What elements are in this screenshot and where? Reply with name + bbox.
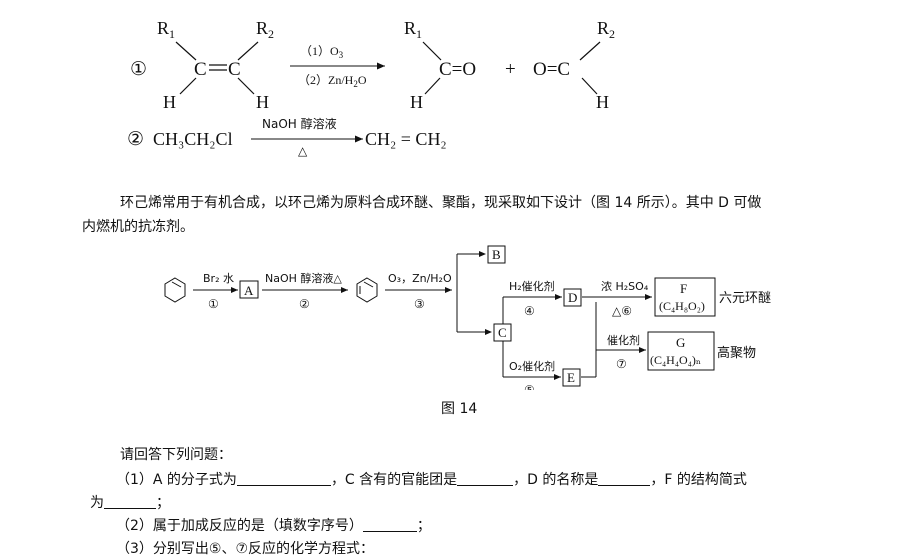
reaction-1: ① R 1 R 2 C C H H （1）O3 （2）Zn/H2O R 1 C=… <box>130 18 615 112</box>
svg-text:C: C <box>498 325 507 340</box>
answer-blank-F-structure[interactable] <box>104 494 156 509</box>
step-4-label: H₂催化剂 <box>509 279 555 293</box>
svg-text:1: 1 <box>169 27 175 41</box>
step-3-number: ③ <box>414 297 425 311</box>
svg-text:A: A <box>244 283 254 298</box>
svg-text:R: R <box>256 18 268 38</box>
svg-text:O=C: O=C <box>533 59 570 80</box>
F-formula: (C₄H₈O₂) <box>659 299 705 313</box>
svg-text:1: 1 <box>416 27 422 41</box>
svg-text:E: E <box>567 370 575 385</box>
step-3-label: O₃，Zn/H₂O <box>388 272 452 285</box>
step-7-number: ⑦ <box>616 357 627 371</box>
svg-text:F: F <box>680 281 687 296</box>
svg-text:H: H <box>596 92 609 112</box>
answer-blank-C-group[interactable] <box>457 471 514 486</box>
step-6-label: 浓 H₂SO₄ <box>601 280 649 293</box>
step-5-number: ⑤ <box>524 383 535 390</box>
question-2: （2）属于加成反应的是（填数字序号）； <box>116 517 431 534</box>
reaction-2-number: ② <box>127 129 144 150</box>
svg-text:△: △ <box>298 144 308 158</box>
svg-text:（1）O3: （1）O3 <box>300 44 344 60</box>
svg-text:C=O: C=O <box>439 59 476 80</box>
step-2-number: ② <box>299 297 310 311</box>
F-label: 六元环醚 <box>719 291 771 306</box>
svg-text:R: R <box>404 18 416 38</box>
box-B <box>487 245 506 264</box>
box-D <box>563 288 582 307</box>
svg-text:C: C <box>194 59 207 80</box>
svg-text:G: G <box>676 335 685 350</box>
box-A <box>239 280 259 299</box>
cyclohexene-ring <box>164 277 186 303</box>
answer-blank-addition-steps[interactable] <box>362 517 417 532</box>
synthesis-scheme: A B C D E Br₂ 水 ① NaOH 醇溶液△ ② O₃，Zn/H₂O … <box>164 245 771 390</box>
reaction-2: ② CH₃CH₂Cl NaOH 醇溶液 △ CH₂ = CH₂ <box>127 116 447 158</box>
intro-line-1: 环己烯常用于有机合成，以环己烯为原料合成环醚、聚酯，现采取如下设计（图 14 所… <box>120 195 762 211</box>
aldehyde-product-1: R 1 C=O H <box>404 18 476 112</box>
G-formula: (C₄H₄O₄)ₙ <box>650 353 701 367</box>
reaction-1-number: ① <box>130 59 147 80</box>
questions-prompt: 请回答下列问题： <box>120 447 232 463</box>
svg-text:B: B <box>492 247 501 262</box>
step-7-label: 催化剂 <box>607 333 640 347</box>
step-4-number: ④ <box>524 304 535 318</box>
reaction-2-product: CH₂ = CH₂ <box>365 129 447 149</box>
svg-text:R: R <box>597 18 609 38</box>
reaction-2-reactant: CH₃CH₂Cl <box>153 129 233 149</box>
alkene-structure: R 1 R 2 C C H H <box>157 18 274 112</box>
svg-text:R: R <box>157 18 169 38</box>
answer-blank-A-formula[interactable] <box>236 471 331 486</box>
figure-caption: 图 14 <box>441 401 478 417</box>
intro-line-2: 内燃机的抗冻剂。 <box>82 219 194 235</box>
svg-text:C: C <box>228 59 241 80</box>
svg-text:2: 2 <box>268 27 274 41</box>
step-1-label: Br₂ 水 <box>203 272 234 285</box>
reaction-1-arrow: （1）O3 （2）Zn/H2O <box>290 44 385 89</box>
svg-text:H: H <box>410 92 423 112</box>
cyclohexadiene-ring <box>356 277 378 303</box>
svg-text:（2）Zn/H2O: （2）Zn/H2O <box>298 73 367 89</box>
question-1: （1）A 的分子式为，C 含有的官能团是，D 的名称是，F 的结构简式 <box>116 471 747 488</box>
svg-text:H: H <box>256 92 269 112</box>
svg-text:H: H <box>163 92 176 112</box>
step-2-label: NaOH 醇溶液△ <box>265 271 342 285</box>
answer-blank-D-name[interactable] <box>598 471 651 486</box>
step-6-number: △⑥ <box>612 304 632 318</box>
box-F <box>654 277 716 317</box>
question-3: （3）分别写出⑤、⑦反应的化学方程式： <box>116 541 375 557</box>
svg-text:D: D <box>568 290 577 305</box>
svg-text:2: 2 <box>609 27 615 41</box>
step-1-number: ① <box>208 297 219 311</box>
box-G <box>647 331 715 371</box>
reaction-2-condition: NaOH 醇溶液 <box>262 116 337 131</box>
box-E <box>562 368 581 387</box>
G-label: 高聚物 <box>717 345 756 361</box>
question-1-cont: 为； <box>90 494 170 511</box>
aldehyde-product-2: O=C R 2 H <box>533 18 615 112</box>
step-5-label: O₂催化剂 <box>509 359 555 373</box>
plus-sign: + <box>505 59 516 80</box>
